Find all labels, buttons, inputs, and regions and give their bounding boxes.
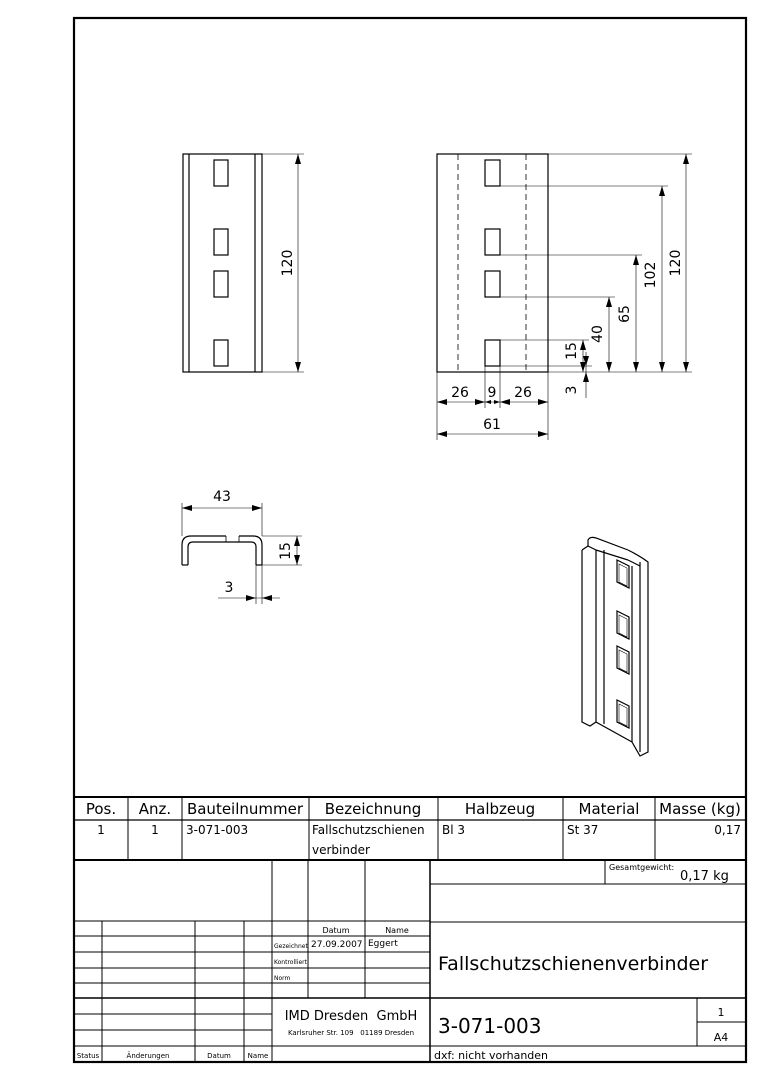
profile-view [181, 503, 302, 604]
slot [484, 270, 501, 298]
dim-side-3: 3 [564, 386, 580, 395]
parts-cell-anz: 1 [151, 823, 159, 837]
slot [484, 159, 501, 187]
dim-side-40: 40 [590, 325, 606, 343]
isometric-view [581, 536, 649, 757]
parts-cell-bezeichnung-2: verbinder [312, 843, 370, 857]
drawing-number: 3-071-003 [438, 1014, 542, 1038]
parts-header-masse: Masse (kg) [659, 800, 741, 818]
gesamtgewicht-value: 0,17 kg [680, 869, 729, 884]
sheet-format: A4 [714, 1031, 729, 1044]
sheet-number: 1 [718, 1006, 725, 1019]
slot [616, 610, 630, 640]
slot [213, 228, 229, 256]
slot [484, 228, 501, 256]
parts-cell-bezeichnung-1: Fallschutzschienen [312, 823, 425, 837]
slot [213, 270, 229, 298]
slot [616, 699, 630, 729]
gesamtgewicht-label: Gesamtgewicht: [609, 863, 674, 872]
parts-header-anz: Anz. [139, 800, 171, 818]
status-label: Status [77, 1052, 100, 1060]
parts-cell-pos: 1 [97, 823, 105, 837]
front-view [182, 153, 304, 373]
aenderungen-label: Änderungen [127, 1051, 170, 1060]
parts-header-bezeichnung: Bezeichnung [325, 800, 422, 818]
slot [213, 159, 229, 187]
parts-cell-masse: 0,17 [714, 823, 741, 837]
norm-label: Norm [274, 975, 291, 982]
kontrolliert-label: Kontrolliert [274, 959, 308, 966]
parts-cell-material: St 37 [567, 823, 598, 837]
parts-header-material: Material [579, 800, 640, 818]
sheet-border [72, 16, 748, 1064]
dim-profile-15: 15 [278, 542, 294, 560]
gezeichnet-label: Gezeichnet [274, 943, 308, 950]
datum-header: Datum [322, 926, 349, 935]
name-header: Name [385, 926, 409, 935]
parts-list [74, 796, 746, 861]
slot [484, 339, 501, 367]
slot [213, 339, 229, 367]
gezeichnet-datum: 27.09.2007 [311, 940, 363, 950]
parts-header-bauteilnummer: Bauteilnummer [187, 800, 304, 818]
parts-cell-halbzeug: Bl 3 [442, 823, 465, 837]
dim-width-26-right: 26 [514, 385, 532, 401]
company-address: Karlsruher Str. 109 01189 Dresden [288, 1029, 414, 1037]
datum-col-label: Datum [207, 1052, 231, 1060]
drawing-title: Fallschutzschienenverbinder [438, 953, 708, 975]
gezeichnet-name: Eggert [368, 939, 398, 949]
parts-header-halbzeug: Halbzeug [465, 800, 535, 818]
dim-width-61: 61 [483, 417, 501, 433]
company-name: IMD Dresden GmbH [285, 1009, 418, 1024]
dim-side-102: 102 [643, 262, 659, 289]
dim-width-26-left: 26 [451, 385, 469, 401]
dim-side-65: 65 [617, 305, 633, 323]
dxf-note: dxf: nicht vorhanden [434, 1049, 548, 1062]
side-view [436, 153, 692, 440]
name-col-label: Name [248, 1052, 269, 1060]
dim-profile-3: 3 [225, 580, 234, 596]
dim-front-height: 120 [280, 250, 296, 277]
dim-width-9: 9 [488, 385, 497, 401]
parts-header-pos: Pos. [86, 800, 116, 818]
table-row: 1 1 3-071-003 Fallschutzschienen verbind… [97, 823, 741, 857]
dim-profile-43: 43 [213, 489, 231, 505]
dim-side-15: 15 [564, 342, 580, 360]
dim-side-120: 120 [668, 250, 684, 277]
slot [616, 645, 630, 675]
slot [616, 559, 630, 589]
parts-cell-bauteilnummer: 3-071-003 [186, 823, 248, 837]
title-block [74, 860, 746, 1062]
